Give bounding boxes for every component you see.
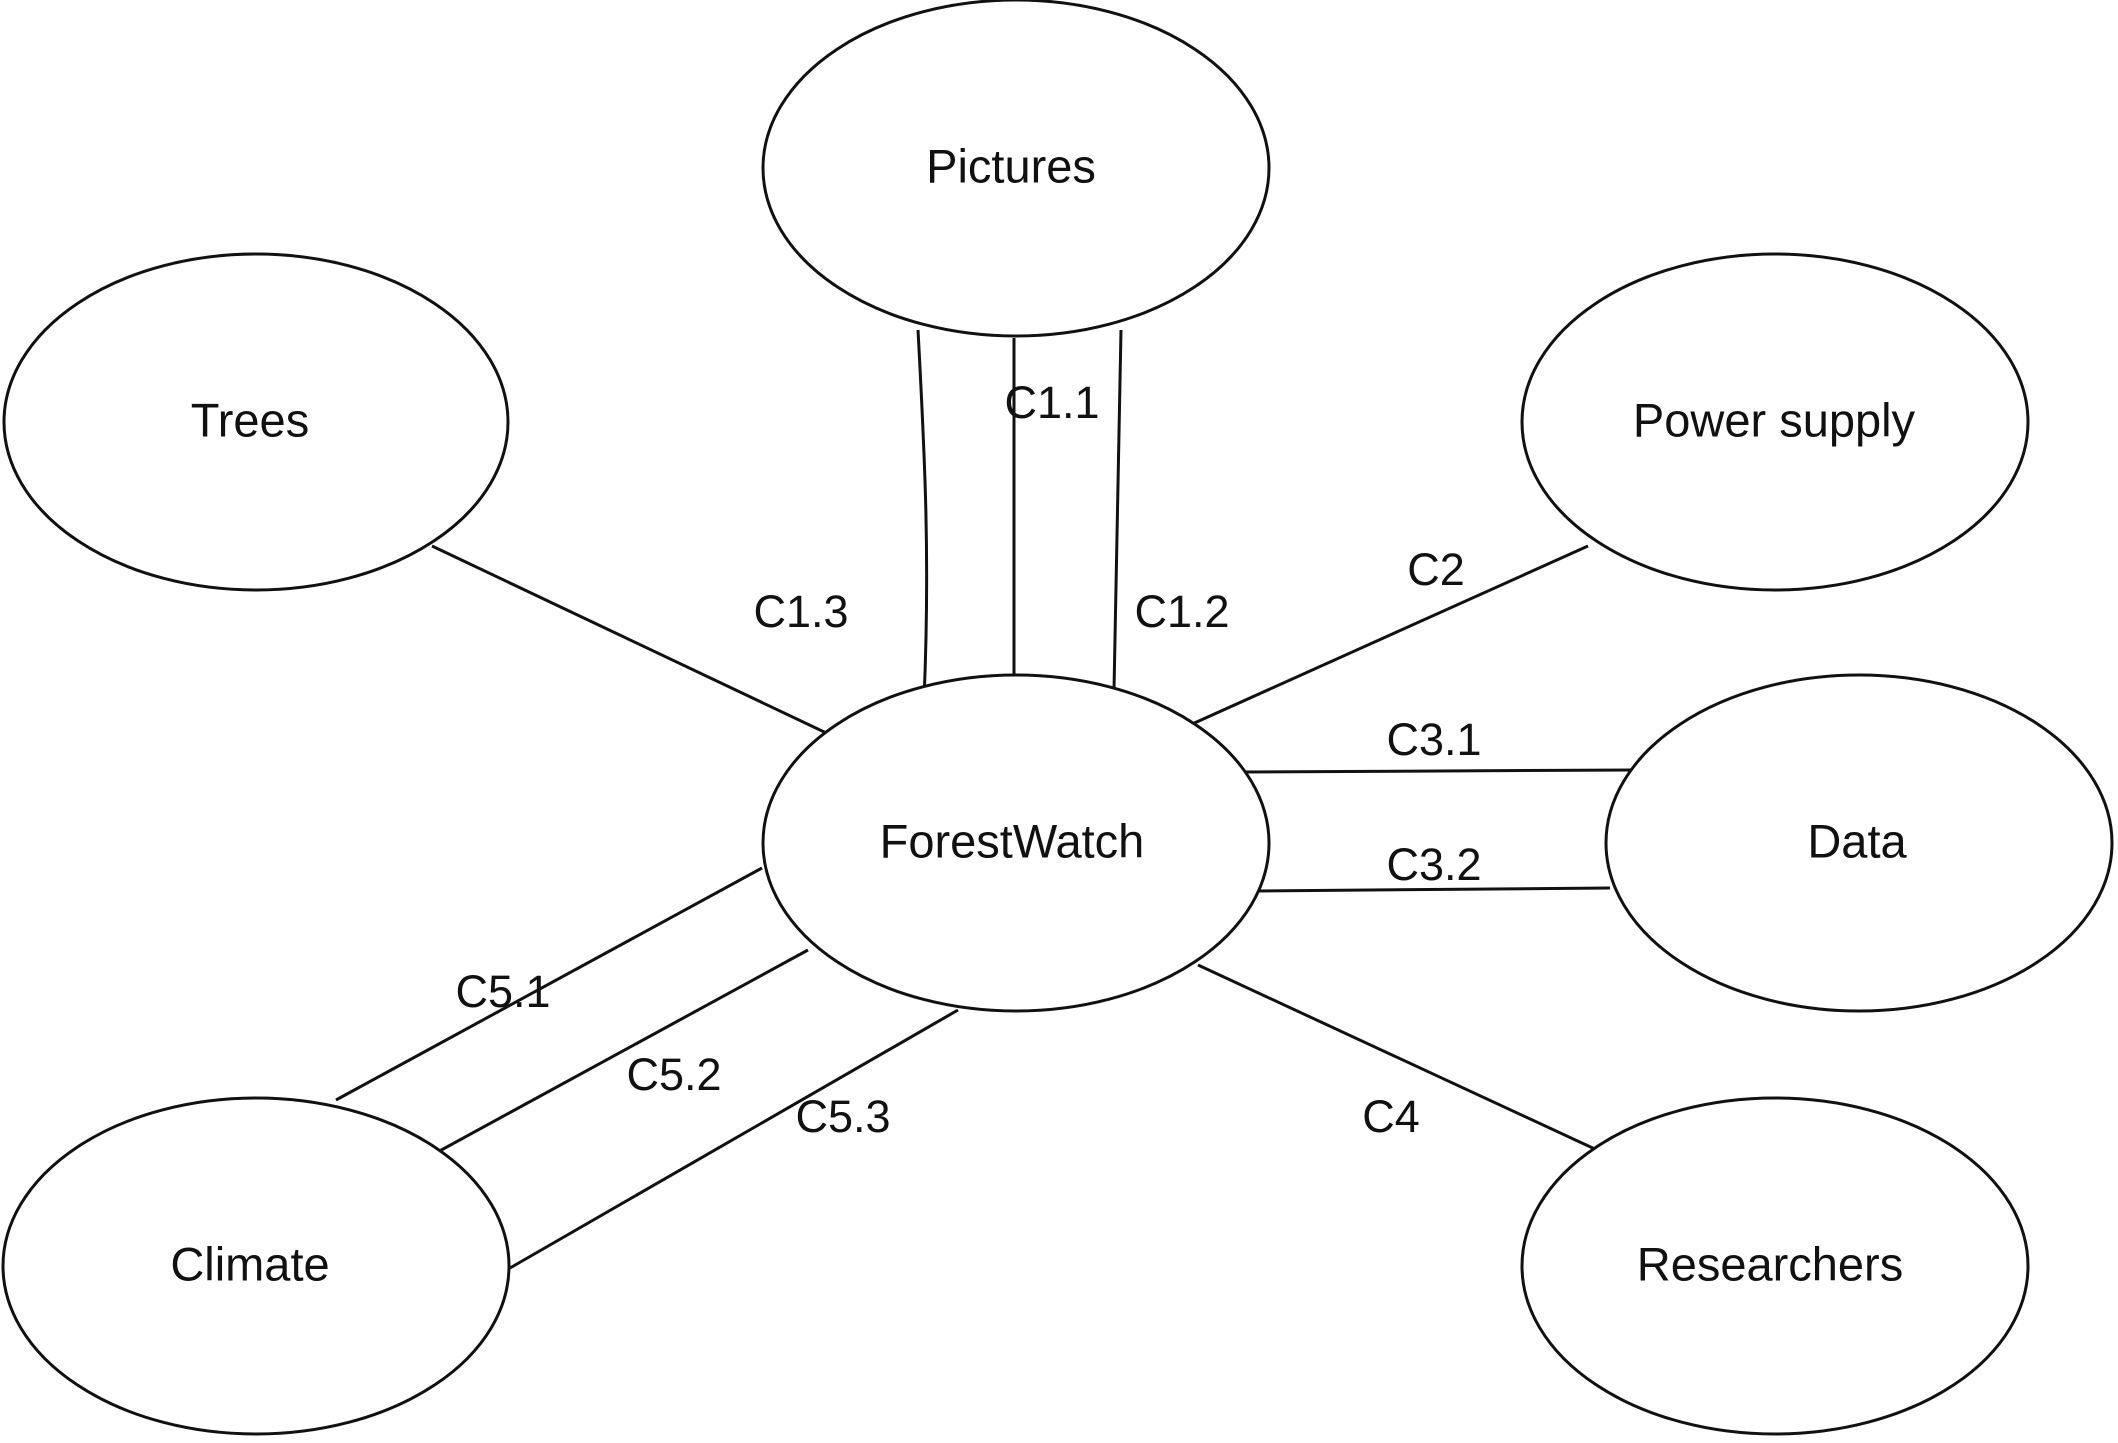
node-climate-ellipse bbox=[1, 1096, 511, 1436]
node-data[interactable]: Data bbox=[1604, 673, 2114, 1013]
node-pictures-ellipse bbox=[761, 0, 1271, 338]
node-climate[interactable]: Climate bbox=[1, 1096, 511, 1436]
connection-label-c2: C2 bbox=[1407, 544, 1465, 595]
node-forestwatch-label: ForestWatch bbox=[880, 814, 1145, 867]
node-climate-label: Climate bbox=[170, 1237, 329, 1290]
node-power-supply[interactable]: Power supply bbox=[1520, 252, 2030, 592]
node-power-supply-label: Power supply bbox=[1633, 393, 1916, 446]
connection-label-c1-3: C1.3 bbox=[753, 586, 848, 637]
connection-line-c4 bbox=[1197, 963, 1598, 1152]
node-trees[interactable]: Trees bbox=[2, 252, 510, 592]
node-power-supply-ellipse bbox=[1520, 252, 2030, 592]
node-researchers-ellipse bbox=[1520, 1096, 2030, 1436]
node-trees-label: Trees bbox=[191, 393, 309, 446]
node-data-label: Data bbox=[1807, 814, 1907, 867]
connection-label-c4: C4 bbox=[1362, 1091, 1420, 1142]
connection-line-c2 bbox=[1189, 544, 1589, 727]
connection-line-c5-3 bbox=[509, 1008, 959, 1270]
node-forestwatch[interactable]: ForestWatch bbox=[761, 673, 1271, 1013]
node-trees-ellipse bbox=[2, 252, 510, 592]
connection-line-c5-1 bbox=[335, 866, 763, 1102]
connection-line-c1-2 bbox=[1112, 329, 1123, 691]
node-pictures-label: Pictures bbox=[926, 139, 1096, 192]
connection-label-c5-2: C5.2 bbox=[626, 1049, 721, 1100]
connection-label-c3-1: C3.1 bbox=[1386, 714, 1481, 765]
connection-label-c1-2: C1.2 bbox=[1134, 586, 1229, 637]
node-researchers[interactable]: Researchers bbox=[1520, 1096, 2030, 1436]
connection-label-c3-2: C3.2 bbox=[1386, 839, 1481, 890]
node-forestwatch-ellipse bbox=[761, 673, 1271, 1013]
node-researchers-label: Researchers bbox=[1637, 1237, 1903, 1290]
node-data-ellipse bbox=[1604, 673, 2114, 1013]
connection-line-c3-2 bbox=[1255, 886, 1611, 893]
connection-label-c5-3: C5.3 bbox=[795, 1091, 890, 1142]
connection-line-c5-2 bbox=[433, 948, 809, 1156]
connection-lines bbox=[335, 329, 1633, 1270]
connection-label-c5-1: C5.1 bbox=[455, 966, 550, 1017]
connection-line-trees bbox=[431, 544, 859, 750]
connection-label-c1-1: C1.1 bbox=[1004, 377, 1099, 428]
connection-line-c3-1 bbox=[1243, 768, 1633, 774]
connection-labels: C1.1 C1.2 C1.3 C2 C3.1 C3.2 C4 C5.1 C5.2… bbox=[455, 377, 1481, 1142]
node-pictures[interactable]: Pictures bbox=[761, 0, 1271, 338]
